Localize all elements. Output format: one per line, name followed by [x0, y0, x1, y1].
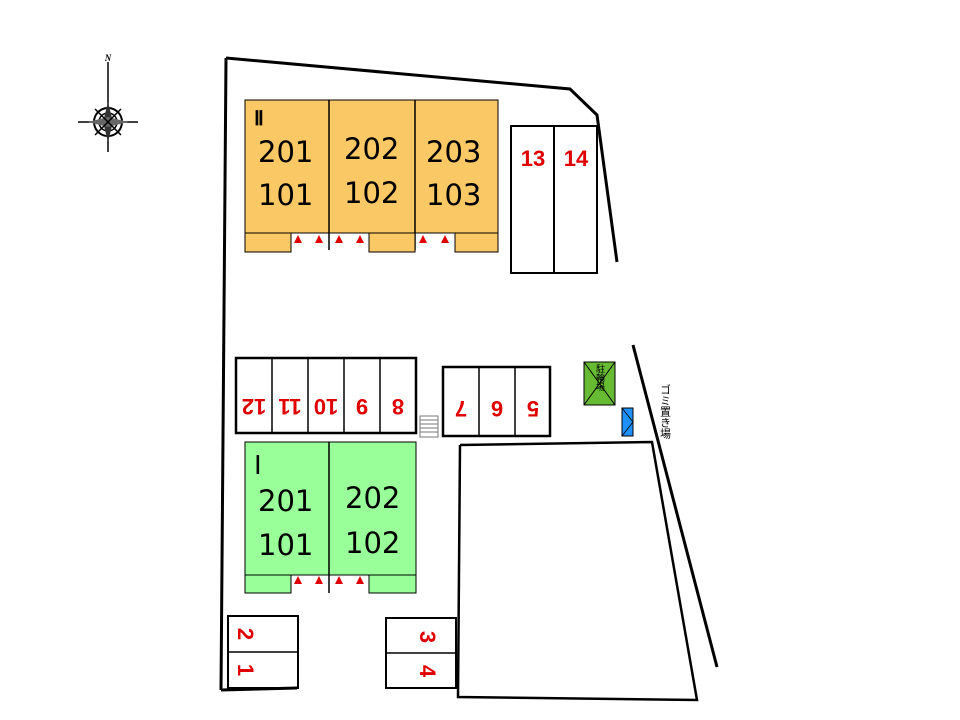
- property-boundary: [225, 56, 619, 263]
- parking-space-3: 3: [415, 631, 440, 643]
- north-label: N: [104, 53, 112, 63]
- entrance-triangle-icon: [294, 576, 302, 584]
- parking-space-14: 14: [564, 146, 589, 171]
- unit-201: 201: [258, 484, 313, 518]
- entrance-triangle-icon: [356, 576, 364, 584]
- unit-202: 202: [344, 132, 399, 166]
- entrance-triangle-icon: [315, 235, 323, 243]
- parking-space-12: 12: [242, 394, 266, 419]
- entrance-triangle-icon: [294, 235, 302, 243]
- garbage-label: ゴミ置き場: [659, 383, 672, 440]
- adjacent-lot: [456, 440, 699, 702]
- unit-102: 102: [345, 526, 400, 560]
- unit-202: 202: [345, 481, 400, 515]
- unit-101: 101: [258, 178, 313, 212]
- parking-space-4: 4: [415, 665, 440, 678]
- stairs-icon: [419, 415, 439, 438]
- unit-201: 201: [258, 135, 313, 169]
- building-2: Ⅱ 201 101 202 102 203 103: [244, 99, 499, 253]
- parking-space-6: 6: [491, 396, 503, 421]
- parking-space-8: 8: [392, 394, 404, 419]
- entrance-markers-2: [294, 235, 449, 243]
- parking-space-9: 9: [356, 394, 368, 419]
- entrance-triangle-icon: [419, 235, 427, 243]
- property-boundary-west: [219, 57, 228, 691]
- entrance-triangle-icon: [441, 235, 449, 243]
- entrance-triangle-icon: [315, 576, 323, 584]
- entrance-triangle-icon: [335, 576, 343, 584]
- parking-space-2: 2: [233, 628, 258, 640]
- entrance-triangle-icon: [335, 235, 343, 243]
- parking-space-5: 5: [527, 396, 539, 421]
- unit-203: 203: [426, 135, 481, 169]
- building-1-label: Ⅰ: [254, 451, 262, 480]
- parking-1-2: 2 1: [227, 615, 299, 689]
- entrance-triangle-icon: [356, 235, 364, 243]
- parking-space-1: 1: [233, 664, 258, 676]
- compass-rose-icon: N: [78, 53, 138, 152]
- parking-space-13: 13: [521, 146, 545, 171]
- unit-101: 101: [258, 528, 313, 562]
- parking-space-10: 10: [314, 394, 338, 419]
- parking-5-7: 7 6 5: [441, 365, 552, 438]
- unit-102: 102: [344, 176, 399, 210]
- bike-parking-label: 駐輪場: [594, 363, 605, 392]
- building-2-label: Ⅱ: [254, 108, 264, 130]
- entrance-markers-1: [294, 576, 364, 584]
- parking-space-11: 11: [278, 394, 301, 419]
- unit-103: 103: [426, 178, 481, 212]
- building-1: Ⅰ 201 101 202 102: [244, 441, 417, 594]
- road-edge-east: [631, 344, 719, 668]
- parking-8-12: 12 11 10 9 8: [234, 356, 418, 435]
- parking-13-14: 13 14: [510, 125, 598, 274]
- parking-3-4: 3 4: [385, 617, 457, 689]
- parking-space-7: 7: [455, 396, 467, 421]
- garbage-area: ゴミ置き場: [621, 383, 672, 440]
- bike-parking: 駐輪場: [583, 361, 616, 406]
